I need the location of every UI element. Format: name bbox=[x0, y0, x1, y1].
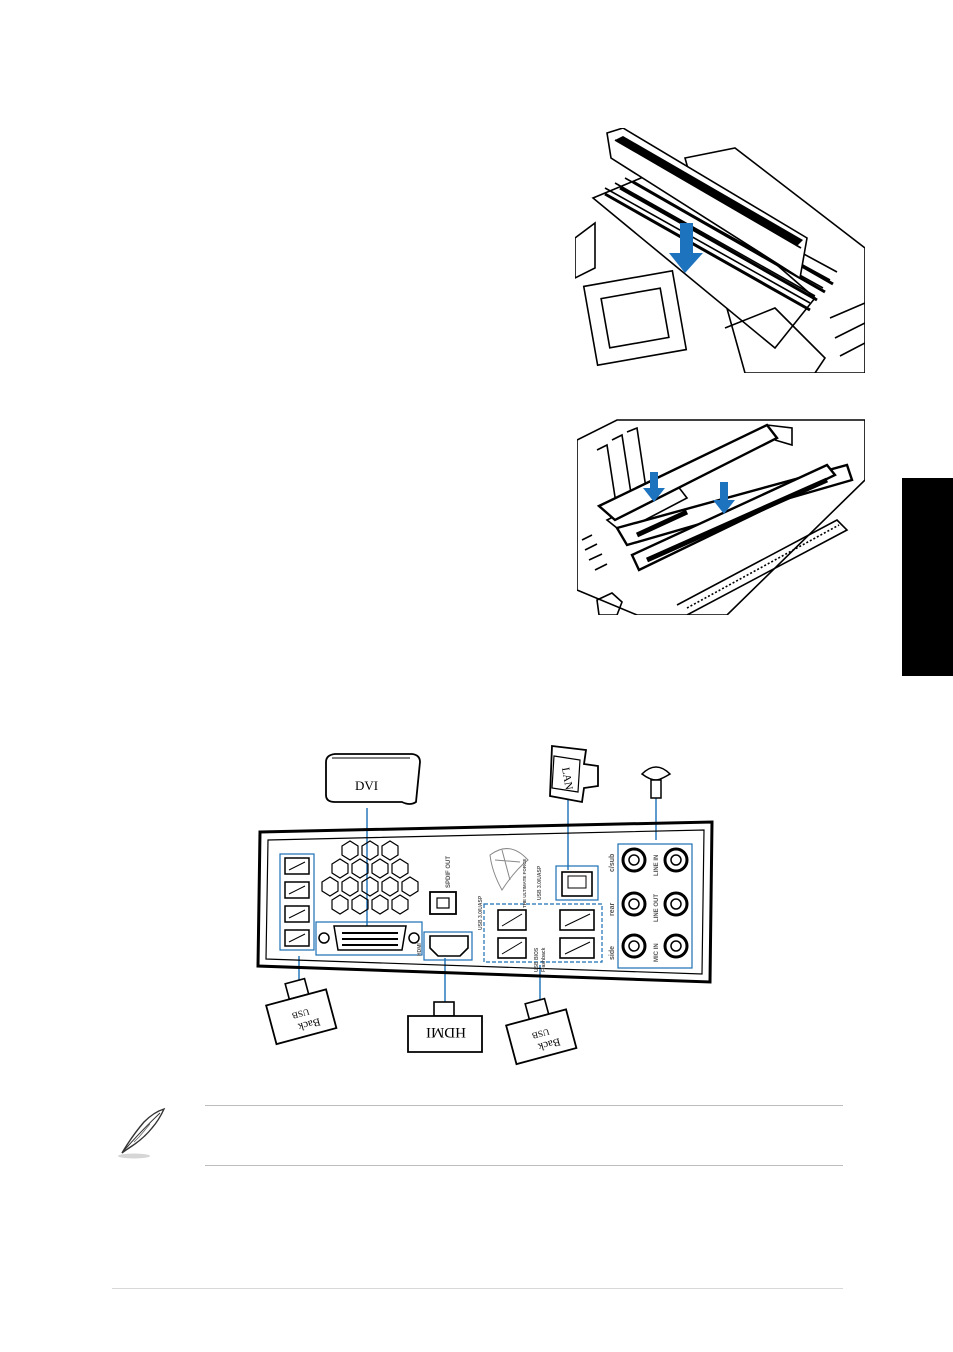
dvi-cap: DVI bbox=[326, 754, 420, 804]
audio-mic-in: MIC IN bbox=[654, 943, 660, 962]
usb-bios-label: USB BIOS bbox=[534, 947, 540, 972]
note-top-rule bbox=[205, 1105, 843, 1106]
flashback-label: Flashback bbox=[541, 947, 547, 972]
spdif-label: SPDIF OUT bbox=[446, 856, 452, 888]
audio-rear: rear bbox=[609, 902, 616, 916]
memory-install-illustration bbox=[575, 128, 865, 373]
audio-line-in: LINE IN bbox=[654, 855, 660, 876]
note-bottom-rule bbox=[205, 1165, 843, 1166]
chapter-side-tab bbox=[902, 478, 953, 676]
brand-label: THE ULTIMATE FORCE bbox=[522, 859, 527, 908]
audio-line-out: LINE OUT bbox=[654, 894, 660, 922]
audio-side: side bbox=[609, 946, 616, 960]
hdmi-cap-label: HDMI bbox=[426, 1024, 466, 1040]
dvi-cap-label: DVI bbox=[355, 778, 378, 793]
feather-pen-icon bbox=[114, 1106, 170, 1160]
hdmi-cap: HDMI bbox=[408, 1002, 482, 1052]
screw bbox=[642, 767, 670, 798]
usb-cap-right: USB Back bbox=[502, 994, 576, 1064]
audio-csub: c/sub bbox=[609, 854, 616, 872]
usb-cap-left: USB Back bbox=[262, 974, 336, 1044]
expansion-card-illustration bbox=[577, 410, 865, 615]
hdmi-port-label: HDMI bbox=[417, 943, 423, 956]
usb30-uasp-label-1: USB 3.0/UASP bbox=[478, 895, 484, 930]
rear-io-panel-illustration: SPDIF OUT HDMI USB 3.0/UASP USB 3.0/UASP… bbox=[240, 740, 725, 1080]
lan-cap: LAN bbox=[550, 746, 598, 802]
footer-rule bbox=[112, 1288, 843, 1289]
usb30-uasp-label-2: USB 3.0/UASP bbox=[537, 865, 543, 900]
